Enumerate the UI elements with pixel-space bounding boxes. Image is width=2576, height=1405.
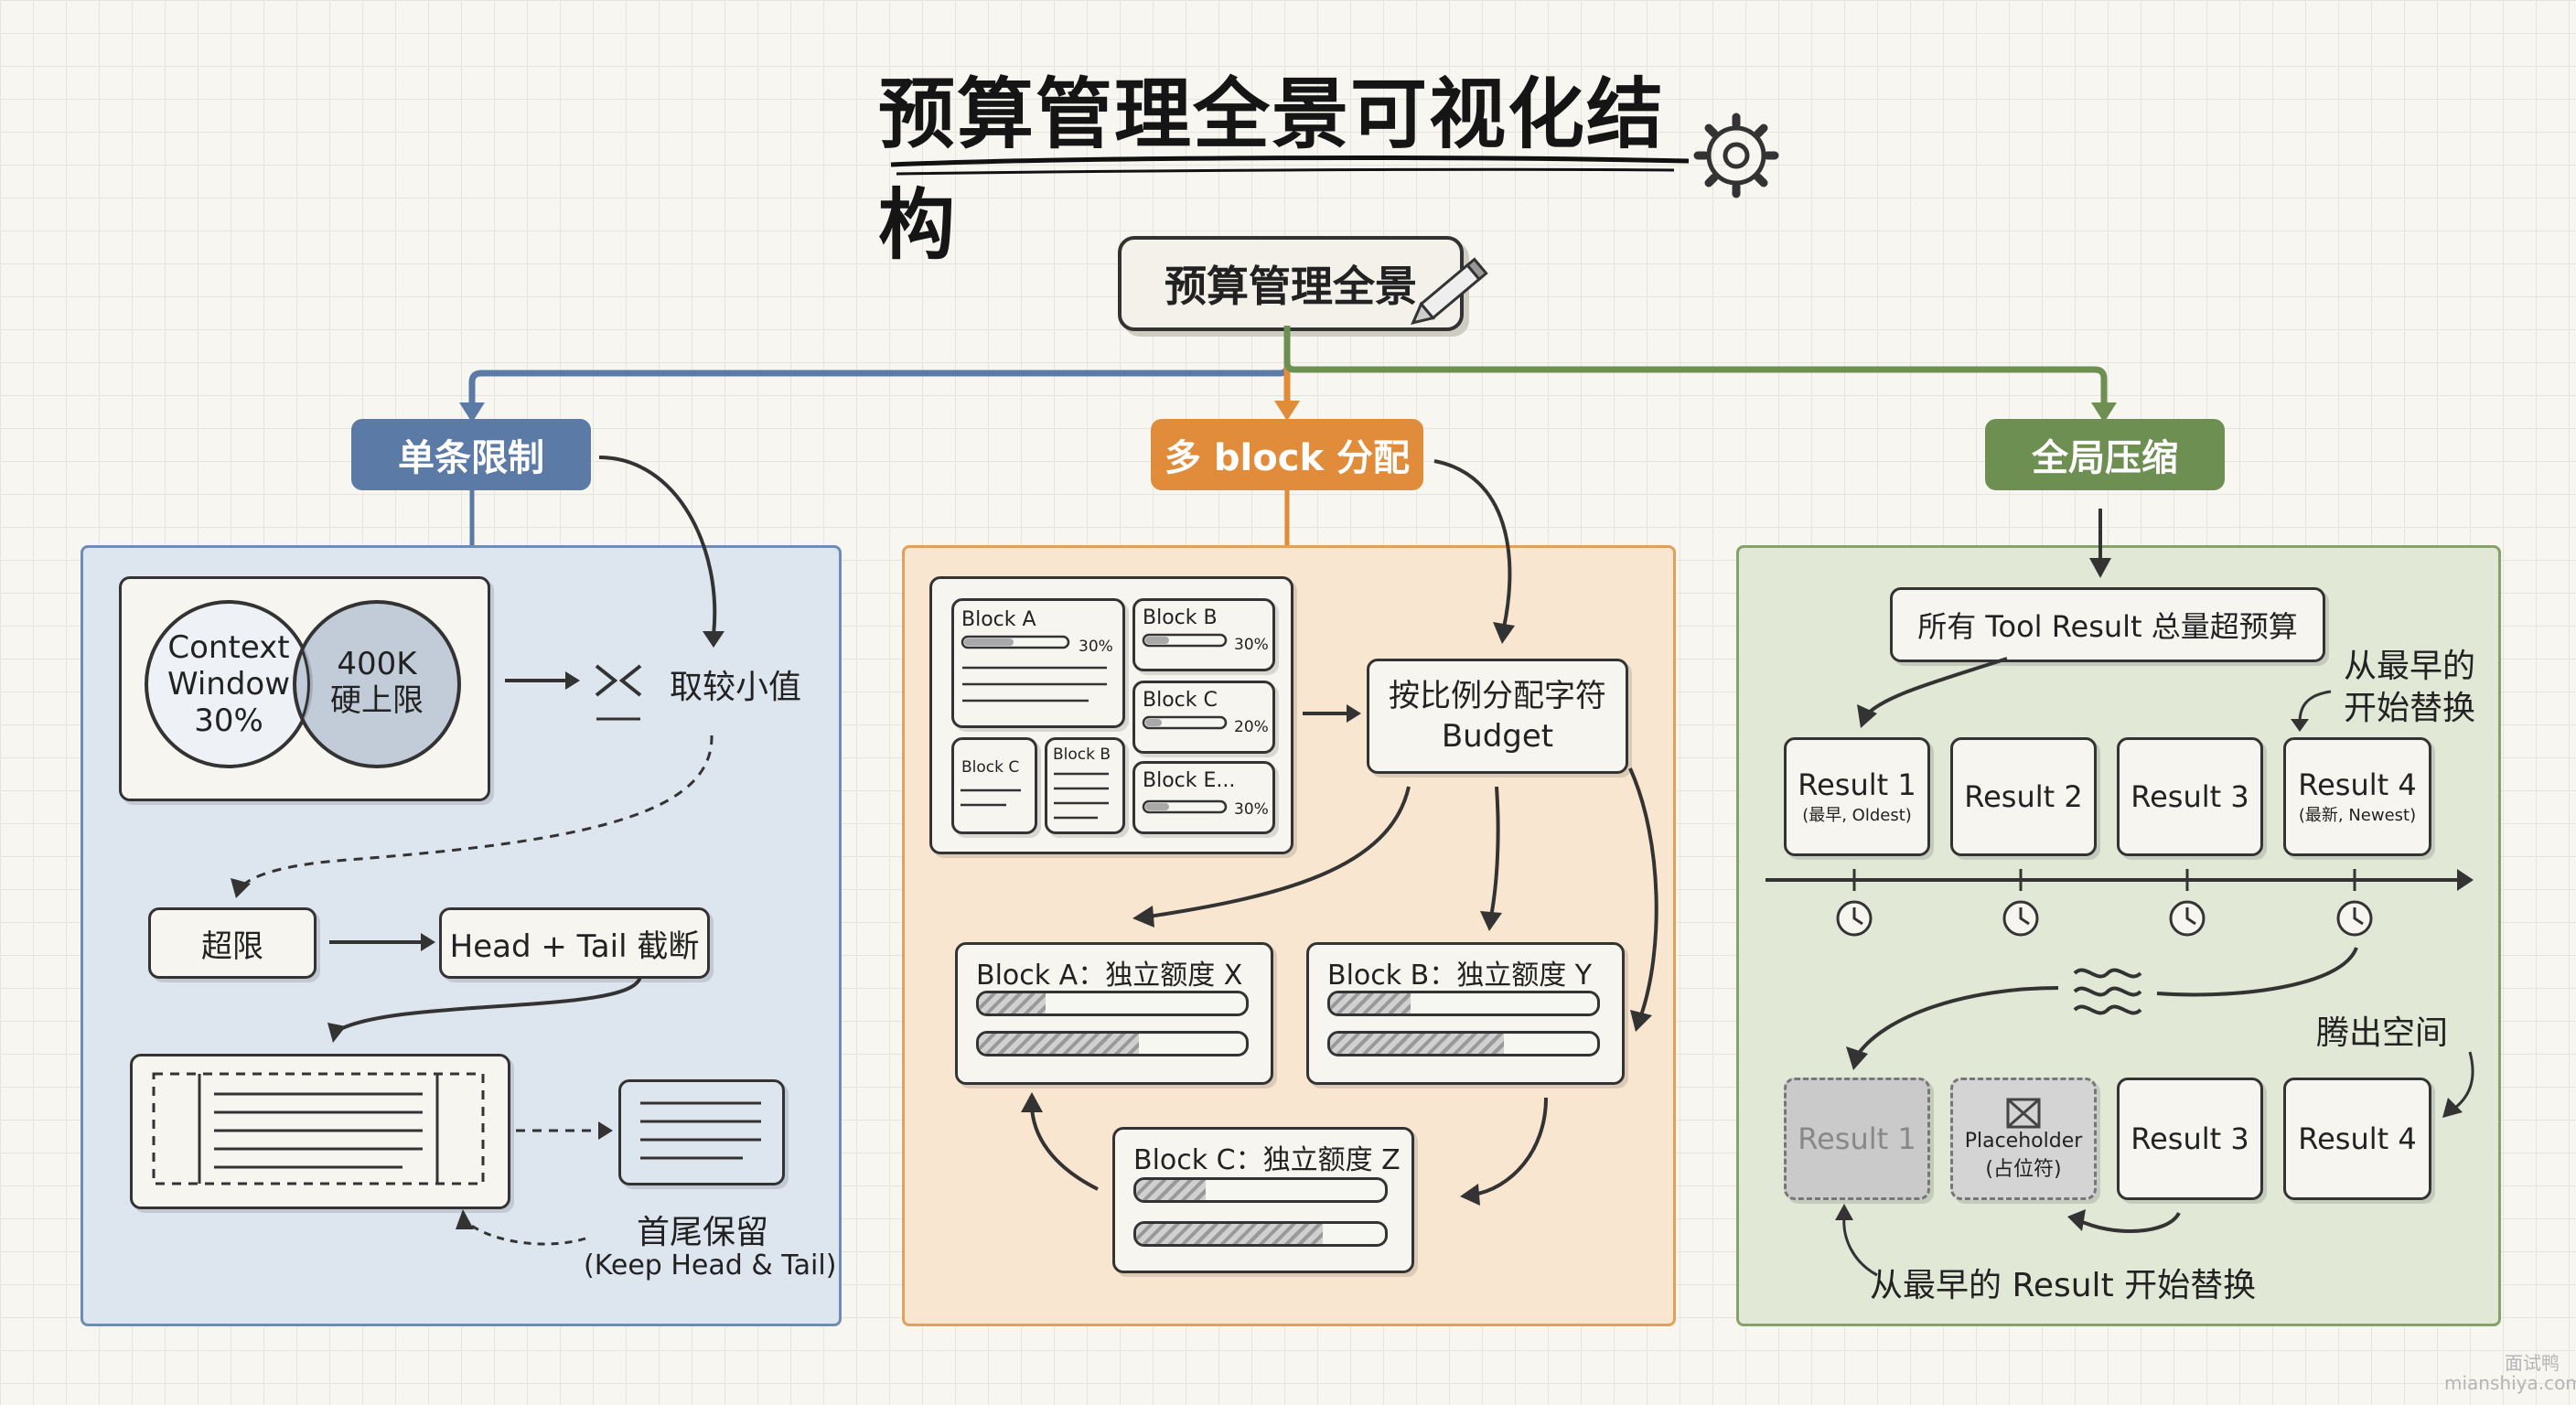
top-result-3-name: Result 3 bbox=[2131, 779, 2249, 814]
branch-single-header: 单条限制 bbox=[351, 419, 591, 490]
block-card-b: Block B 30% bbox=[1132, 598, 1275, 671]
bottom-placeholder-name: Placeholder bbox=[1964, 1129, 2083, 1153]
top-result-1-sub: (最早, Oldest) bbox=[1802, 806, 1912, 825]
bottom-result-4: Result 4 bbox=[2283, 1078, 2431, 1200]
trigger-box: 所有 Tool Result 总量超预算 bbox=[1890, 587, 2325, 662]
over-limit-box: 超限 bbox=[148, 907, 317, 979]
quota-b-bar-1-fill bbox=[1330, 993, 1411, 1014]
venn-right-label: 400K 硬上限 bbox=[317, 646, 437, 719]
placeholder-icon bbox=[2006, 1098, 2041, 1128]
keep-cn-label: 首尾保留 bbox=[637, 1214, 769, 1251]
top-result-2-name: Result 2 bbox=[1964, 779, 2083, 814]
quota-a-bar-2-fill bbox=[979, 1034, 1140, 1054]
quota-box-a: Block A：独立额度 X bbox=[955, 942, 1273, 1085]
branch-global-header: 全局压缩 bbox=[1985, 419, 2225, 490]
block-card-b-name: Block B bbox=[1143, 606, 1218, 629]
block-card-c: Block C 20% bbox=[1132, 681, 1275, 754]
cap-line-2: 硬上限 bbox=[330, 682, 424, 719]
root-label: 预算管理全景 bbox=[1165, 262, 1417, 311]
take-min-label: 取较小值 bbox=[670, 669, 802, 706]
branch-global-label: 全局压缩 bbox=[2032, 437, 2178, 479]
quota-a-bar-1 bbox=[976, 991, 1249, 1016]
block-card-e: Block E... 30% bbox=[1132, 761, 1275, 834]
kept-document-box bbox=[618, 1079, 785, 1185]
replace-note: 从最早的 开始替换 bbox=[2336, 646, 2483, 730]
watermark-cn: 面试鸭 bbox=[2505, 1352, 2560, 1374]
top-result-4-sub: (最新, Newest) bbox=[2298, 806, 2417, 825]
block-card-a-pct: 30% bbox=[1079, 638, 1113, 656]
branch-multi-label: 多 block 分配 bbox=[1165, 437, 1410, 479]
block-card-b-small-name: Block B bbox=[1053, 745, 1111, 764]
keep-en-label: (Keep Head & Tail) bbox=[584, 1249, 837, 1282]
quota-b-bar-2-fill bbox=[1330, 1034, 1504, 1054]
free-space-label: 腾出空间 bbox=[2316, 1014, 2449, 1052]
trigger-label: 所有 Tool Result 总量超预算 bbox=[1917, 609, 2298, 644]
bottom-note-label: 从最早的 Result 开始替换 bbox=[1870, 1267, 2257, 1304]
context-line-2: Window bbox=[166, 666, 291, 702]
cap-line-1: 400K bbox=[337, 646, 417, 682]
bottom-result-1-name: Result 1 bbox=[1798, 1121, 1916, 1156]
quota-c-bar-2-fill bbox=[1136, 1224, 1323, 1244]
branch-multi-header: 多 block 分配 bbox=[1151, 419, 1423, 490]
top-result-3: Result 3 bbox=[2117, 737, 2263, 856]
allocate-box: 按比例分配字符 Budget bbox=[1367, 659, 1628, 774]
bottom-placeholder-sub: (占位符) bbox=[1985, 1157, 2062, 1181]
bottom-result-3-name: Result 3 bbox=[2131, 1121, 2249, 1156]
bottom-result-3: Result 3 bbox=[2117, 1078, 2263, 1200]
block-card-c-small-name: Block C bbox=[961, 758, 1020, 777]
document-box bbox=[130, 1054, 510, 1209]
block-card-a: Block A 30% bbox=[951, 598, 1125, 728]
block-card-c-small: Block C bbox=[951, 737, 1037, 834]
top-result-1: Result 1 (最早, Oldest) bbox=[1784, 737, 1930, 856]
block-card-b-pct: 30% bbox=[1234, 636, 1269, 654]
block-card-c-name: Block C bbox=[1143, 689, 1218, 712]
quota-box-b: Block B：独立额度 Y bbox=[1306, 942, 1625, 1085]
block-card-b-small: Block B bbox=[1045, 737, 1125, 834]
over-limit-label: 超限 bbox=[201, 928, 263, 965]
allocate-line-1: 按比例分配字符 bbox=[1389, 678, 1606, 714]
top-result-4-name: Result 4 bbox=[2298, 767, 2417, 802]
title-underline bbox=[890, 156, 1690, 176]
quota-a-bar-1-fill bbox=[979, 993, 1046, 1014]
branch-single-label: 单条限制 bbox=[398, 437, 544, 479]
block-card-c-pct: 20% bbox=[1234, 718, 1269, 736]
root-node: 预算管理全景 bbox=[1118, 236, 1464, 331]
block-card-a-name: Block A bbox=[961, 608, 1036, 631]
top-result-1-name: Result 1 bbox=[1798, 767, 1916, 802]
replace-note-line-2: 开始替换 bbox=[2343, 690, 2475, 727]
watermark-en: mianshiya.com bbox=[2444, 1372, 2576, 1394]
quota-b-label: Block B：独立额度 Y bbox=[1327, 960, 1593, 992]
quota-a-bar-2 bbox=[976, 1031, 1249, 1056]
bottom-result-1: Result 1 bbox=[1784, 1078, 1930, 1200]
quota-c-bar-1 bbox=[1133, 1177, 1388, 1203]
venn-left-label: Context Window 30% bbox=[157, 629, 300, 739]
quota-c-bar-1-fill bbox=[1136, 1180, 1207, 1200]
quota-b-bar-2 bbox=[1327, 1031, 1600, 1056]
block-card-e-pct: 30% bbox=[1234, 800, 1269, 819]
context-line-3: 30% bbox=[194, 702, 263, 739]
allocate-line-2: Budget bbox=[1441, 718, 1554, 755]
block-card-e-name: Block E... bbox=[1143, 769, 1236, 792]
truncate-box: Head + Tail 截断 bbox=[439, 907, 710, 979]
quota-c-label: Block C：独立额度 Z bbox=[1133, 1144, 1401, 1176]
page-title: 预算管理全景可视化结构 bbox=[878, 70, 1666, 270]
truncate-label: Head + Tail 截断 bbox=[449, 928, 700, 965]
bottom-result-4-name: Result 4 bbox=[2298, 1121, 2417, 1156]
top-result-4: Result 4 (最新, Newest) bbox=[2283, 737, 2431, 856]
context-line-1: Context bbox=[167, 629, 290, 666]
quota-a-label: Block A：独立额度 X bbox=[976, 960, 1243, 992]
replace-note-line-1: 从最早的 bbox=[2343, 648, 2475, 685]
bottom-placeholder: Placeholder (占位符) bbox=[1950, 1078, 2097, 1200]
top-result-2: Result 2 bbox=[1950, 737, 2097, 856]
quota-c-bar-2 bbox=[1133, 1221, 1388, 1247]
quota-b-bar-1 bbox=[1327, 991, 1600, 1016]
quota-box-c: Block C：独立额度 Z bbox=[1112, 1127, 1414, 1273]
